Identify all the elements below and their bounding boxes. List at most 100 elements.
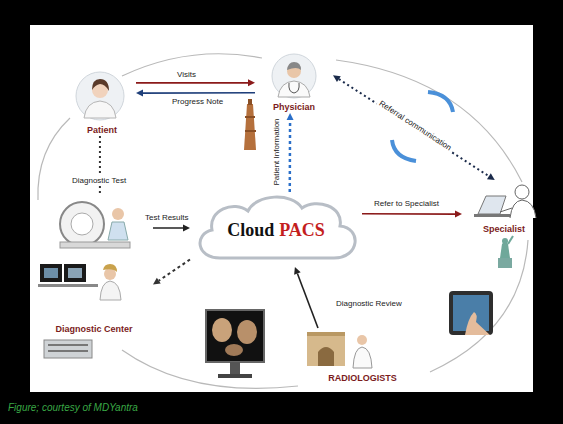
cloud-word: Cloud bbox=[227, 220, 274, 240]
arrowhead bbox=[183, 225, 190, 232]
mri-scanner-part bbox=[60, 202, 104, 246]
blue-cycle-arrows-part bbox=[392, 140, 416, 161]
edge-label: Refer to Specialist bbox=[372, 199, 441, 209]
edge-label: Test Results bbox=[143, 213, 191, 223]
liberty-statue-part bbox=[500, 242, 510, 258]
node-label: Specialist bbox=[483, 224, 525, 235]
connector bbox=[362, 211, 462, 218]
cloud-node: CloudPACS bbox=[190, 192, 362, 267]
arrowhead bbox=[153, 278, 161, 285]
blue-cycle-arrows-part bbox=[428, 92, 453, 112]
arrowhead bbox=[294, 267, 301, 275]
arrowhead bbox=[333, 75, 341, 82]
arrowhead bbox=[455, 211, 462, 218]
edge-label: Progress Note bbox=[170, 97, 225, 107]
monitor-picture-part bbox=[237, 320, 257, 344]
mri-scanner-part bbox=[112, 208, 124, 220]
tower-picture-part bbox=[245, 130, 256, 132]
specialist-figure-part bbox=[500, 208, 512, 212]
radiologist-picture-part bbox=[307, 336, 345, 366]
mri-scanner-part bbox=[108, 222, 128, 240]
liberty-statue-part bbox=[508, 236, 513, 244]
tower-picture-part bbox=[244, 104, 256, 150]
node-label: RADIOLOGISTS bbox=[328, 373, 397, 384]
monitor-picture-part bbox=[212, 318, 232, 342]
node-label: Patient bbox=[87, 125, 117, 136]
edge-label: Diagnostic Review bbox=[334, 299, 404, 309]
specialist-figure-part bbox=[510, 200, 536, 218]
physician-node: Physician bbox=[255, 55, 333, 113]
ring-arc-part bbox=[336, 60, 522, 182]
liberty-statue bbox=[498, 236, 513, 268]
specialist-figure-part bbox=[515, 185, 529, 199]
radiologist-picture-part bbox=[318, 347, 334, 366]
building-picture-part bbox=[48, 344, 88, 346]
connector-line bbox=[339, 79, 489, 176]
tower-picture-part bbox=[248, 99, 252, 105]
monitor-picture-part bbox=[206, 310, 264, 362]
connector-line bbox=[297, 274, 318, 328]
edge-label: Visits bbox=[175, 70, 198, 80]
patient-figure-part bbox=[76, 72, 124, 120]
physician-figure-part bbox=[287, 62, 301, 70]
tablet-picture-part bbox=[465, 312, 490, 335]
cloud-shape bbox=[190, 192, 362, 267]
physician-figure-part bbox=[272, 54, 316, 98]
physician-figure-part bbox=[289, 83, 299, 93]
patient-figure-part bbox=[84, 101, 116, 118]
liberty-statue-part bbox=[498, 258, 512, 268]
building-picture-part bbox=[48, 350, 88, 352]
patient-node: Patient bbox=[68, 72, 136, 136]
monitor-picture-part bbox=[218, 374, 252, 378]
ring-arc-part bbox=[430, 240, 528, 372]
connector-line bbox=[362, 213, 455, 215]
edge-label: Diagnostic Test bbox=[70, 176, 128, 186]
mri-scanner-part bbox=[60, 242, 130, 248]
arrowhead bbox=[287, 113, 294, 120]
workstation-picture-part bbox=[100, 281, 121, 300]
ring-arc-part bbox=[38, 118, 70, 200]
building-picture-part bbox=[44, 340, 92, 358]
liberty-statue-part bbox=[502, 238, 508, 244]
connector-line bbox=[136, 82, 248, 84]
monitor-picture-part bbox=[225, 344, 243, 356]
mri-scanner-part bbox=[71, 213, 93, 235]
diagnostic-center-node: Diagnostic Center bbox=[35, 195, 153, 335]
edge-label: Patient Information bbox=[272, 116, 282, 187]
connector-line bbox=[159, 260, 190, 281]
workstation-picture-part bbox=[44, 268, 58, 278]
radiologist-picture-part bbox=[353, 347, 372, 368]
workstation-picture-part bbox=[103, 264, 117, 272]
connector-line bbox=[143, 92, 255, 94]
connector bbox=[153, 260, 190, 285]
connector bbox=[136, 90, 255, 97]
radiologists-node: RADIOLOGISTS bbox=[300, 328, 425, 384]
specialist-figure bbox=[474, 185, 536, 218]
ring-arc bbox=[38, 54, 528, 389]
tablet-picture-part bbox=[449, 291, 493, 335]
arrowhead bbox=[248, 79, 255, 86]
workstation-picture-part bbox=[68, 268, 82, 278]
building-picture bbox=[44, 340, 92, 358]
tower-picture-part bbox=[245, 116, 255, 118]
connector-line bbox=[153, 227, 183, 229]
radiologist-picture-part bbox=[307, 332, 345, 336]
workstation-picture-part bbox=[38, 284, 98, 287]
workstation-picture-part bbox=[64, 264, 86, 282]
mri-scanner bbox=[60, 202, 130, 248]
connector-line bbox=[99, 136, 101, 195]
patient-figure-part bbox=[92, 79, 109, 91]
node-label: Diagnostic Center bbox=[55, 324, 132, 335]
monitor-picture bbox=[206, 310, 264, 378]
radiologist-picture bbox=[307, 332, 372, 368]
cloud-title: CloudPACS bbox=[227, 220, 325, 240]
arrowhead bbox=[136, 90, 143, 97]
connector bbox=[99, 136, 100, 195]
connector bbox=[294, 267, 318, 328]
radiologist-picture-part bbox=[357, 335, 367, 345]
tower-picture bbox=[244, 99, 256, 150]
physician-figure-part bbox=[278, 81, 310, 97]
specialist-figure-part bbox=[474, 214, 510, 217]
patient-figure bbox=[76, 72, 124, 120]
connector-line bbox=[289, 120, 292, 192]
